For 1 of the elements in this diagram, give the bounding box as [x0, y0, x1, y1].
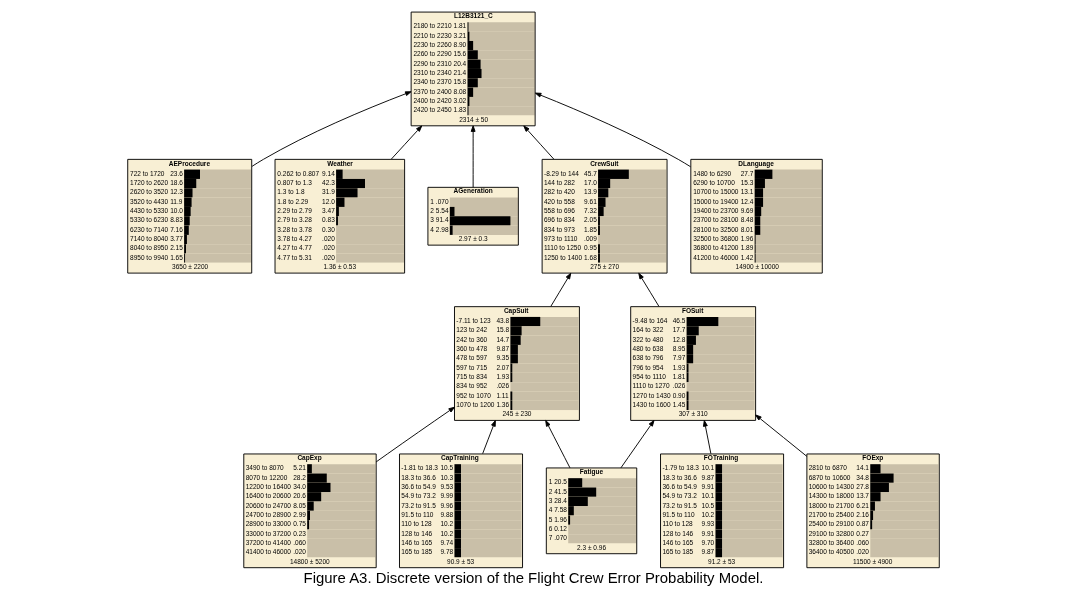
caption: Figure A3. Discrete version of the Flight Crew Error Probability Model. [303, 570, 764, 587]
